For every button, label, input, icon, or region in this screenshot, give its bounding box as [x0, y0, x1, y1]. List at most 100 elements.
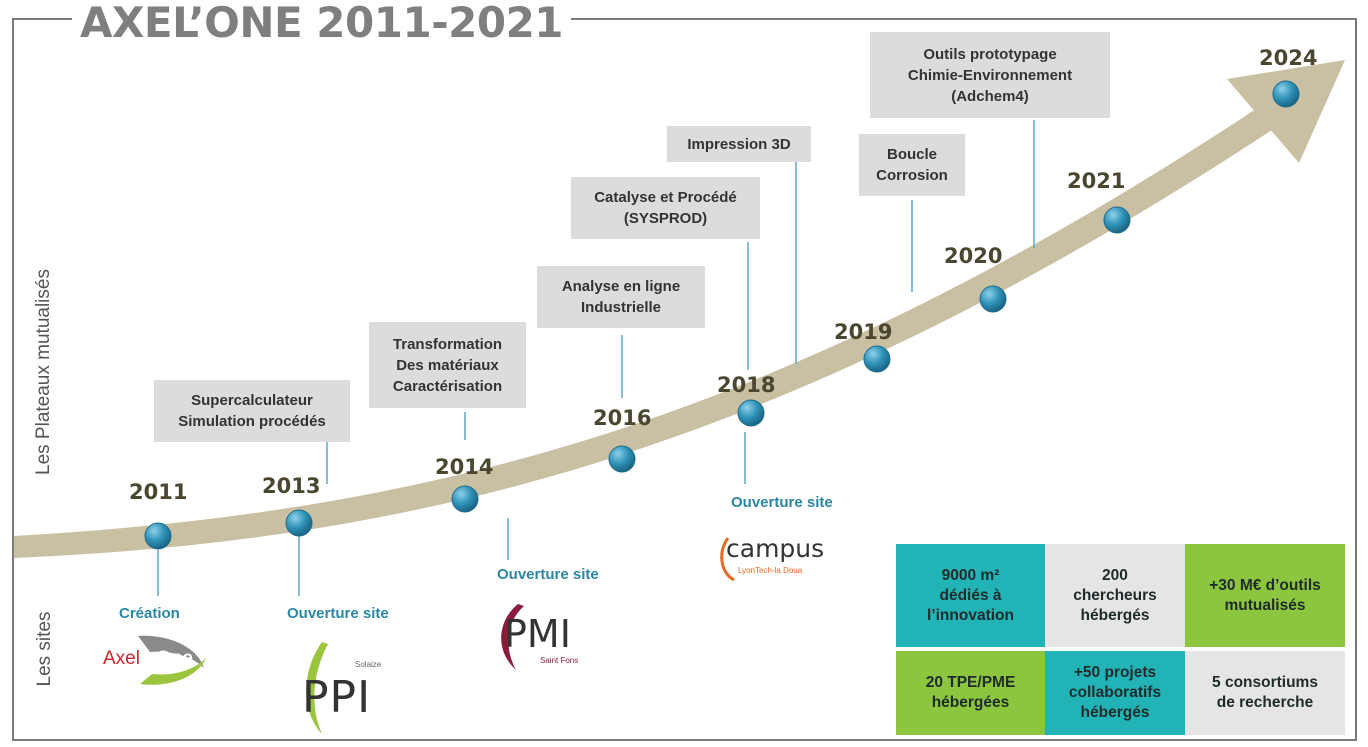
- site-label-creation: Création: [119, 605, 180, 622]
- stat-consortiums-text: 5 consortiums de recherche: [1212, 673, 1318, 713]
- node-2011: [144, 522, 172, 550]
- node-2020: [979, 285, 1007, 313]
- site-label-campus: Ouverture site: [731, 494, 833, 511]
- stat-surface-text: 9000 m² dédiés à l’innovation: [927, 566, 1014, 626]
- site-label-pmi: Ouverture site: [497, 566, 599, 583]
- site-label-ppi: Ouverture site: [287, 605, 389, 622]
- diagram-title: AXEL’ONE 2011-2021: [72, 0, 572, 47]
- plateau-box-transformation: Transformation Des matériaux Caractérisa…: [369, 322, 526, 408]
- stat-line: +50 projets: [1073, 664, 1157, 681]
- stat-line: dédiés à: [939, 586, 1002, 604]
- plateau-line: Corrosion: [876, 167, 948, 184]
- plateau-line: Simulation procédés: [178, 413, 326, 430]
- node-2014: [451, 485, 479, 513]
- side-label-sites: Les sites: [34, 611, 55, 687]
- stat-line: hébergés: [1080, 606, 1150, 624]
- frame-bottom: [12, 739, 1357, 741]
- year-2019: 2019: [834, 320, 893, 344]
- plateau-box-supercalculateur: Supercalculateur Simulation procédés: [154, 380, 350, 442]
- year-2020: 2020: [944, 244, 1003, 268]
- pmi-logo-swoosh: [501, 604, 524, 670]
- plateau-line: Caractérisation: [392, 377, 503, 395]
- node-2021: [1103, 206, 1131, 234]
- plateau-box-analyse: Analyse en ligne Industrielle: [537, 266, 705, 328]
- stat-line: chercheurs: [1073, 586, 1157, 604]
- node-2018: [737, 399, 765, 427]
- stat-line: l’innovation: [927, 606, 1014, 624]
- stat-line: 20 TPE/PME: [925, 674, 1016, 691]
- stat-line: collaboratifs: [1068, 684, 1162, 701]
- stat-consortiums: 5 consortiums de recherche: [1185, 651, 1345, 735]
- ppi-logo-swoosh: [306, 642, 328, 734]
- frame-top-right: [492, 18, 1356, 20]
- node-2016: [608, 445, 636, 473]
- axelone-logo-text: Axel: [103, 648, 140, 669]
- plateau-line: Des matériaux: [396, 356, 499, 374]
- plateau-box-impression: Impression 3D: [667, 126, 811, 162]
- stat-chercheurs: 200 chercheurs hébergés: [1045, 544, 1185, 647]
- plateau-line: Transformation: [392, 335, 503, 353]
- year-2011: 2011: [129, 480, 188, 504]
- campus-logo-sub: LyonTech-la Doua: [738, 566, 803, 575]
- frame-right: [1355, 18, 1357, 740]
- stat-outils: +30 M€ d’outils mutualisés: [1185, 544, 1345, 647]
- stat-projets: +50 projets collaboratifs hébergés: [1045, 651, 1185, 735]
- plateau-line: Impression 3D: [687, 135, 791, 153]
- plateau-line: Supercalculateur: [191, 392, 313, 409]
- campus-logo-text: campus: [726, 534, 825, 563]
- plateau-line: Boucle: [886, 146, 937, 163]
- year-2024: 2024: [1259, 46, 1318, 70]
- stat-line: +30 M€ d’outils: [1209, 576, 1321, 594]
- connector-lines: [157, 120, 1035, 596]
- pmi-logo-sub: Saint Fons: [540, 656, 579, 665]
- year-2016: 2016: [593, 406, 652, 430]
- campus-logo-arc: [720, 537, 735, 582]
- frame-top-left: [12, 18, 72, 20]
- plateau-line: Catalyse et Procédé: [594, 189, 737, 206]
- axelone-logo-text-2: One: [156, 648, 193, 669]
- campus-logo: campus LyonTech-la Doua: [716, 522, 836, 582]
- plateau-line: (SYSPROD): [623, 210, 708, 227]
- axelone-logo-shape: [138, 635, 206, 685]
- stat-line: 5 consortiums: [1212, 674, 1318, 691]
- year-2013: 2013: [262, 474, 321, 498]
- pmi-logo: PMI Saint Fons: [492, 600, 592, 672]
- plateau-box-outils: Outils prototypage Chimie-Environnement …: [870, 32, 1110, 118]
- stat-surface: 9000 m² dédiés à l’innovation: [896, 544, 1045, 647]
- stat-line: mutualisés: [1224, 596, 1306, 614]
- plateau-line: (Adchem4): [951, 87, 1029, 105]
- stat-chercheurs-text: 200 chercheurs hébergés: [1073, 566, 1157, 626]
- year-2018: 2018: [717, 373, 776, 397]
- year-2014: 2014: [435, 455, 494, 479]
- timeline-nodes: [144, 80, 1300, 550]
- ppi-logo-text: PPI: [302, 672, 372, 723]
- plateau-line: Analyse en ligne: [561, 278, 681, 295]
- node-2013: [285, 509, 313, 537]
- plateau-box-catalyse: Catalyse et Procédé (SYSPROD): [571, 177, 760, 239]
- plateau-line: Industrielle: [580, 299, 662, 316]
- stat-line: de recherche: [1216, 694, 1314, 711]
- stat-projets-text: +50 projets collaboratifs hébergés: [1069, 663, 1161, 723]
- ppi-logo-sub: Solaize: [355, 660, 382, 669]
- stat-tpe: 20 TPE/PME hébergées: [896, 651, 1045, 735]
- stat-line: 200: [1102, 566, 1128, 584]
- pmi-logo-text: PMI: [504, 612, 571, 656]
- year-2021: 2021: [1067, 169, 1126, 193]
- frame-left: [12, 18, 14, 740]
- plateau-line: Chimie-Environnement: [907, 66, 1073, 84]
- stat-tpe-text: 20 TPE/PME hébergées: [926, 673, 1016, 713]
- plateau-box-boucle: Boucle Corrosion: [859, 134, 965, 196]
- side-label-plateaux: Les Plateaux mutualisés: [33, 269, 54, 475]
- stat-line: hébergés: [1080, 704, 1150, 721]
- plateau-line: Outils prototypage: [923, 45, 1057, 63]
- node-2024: [1272, 80, 1300, 108]
- axelone-logo: Axel One: [100, 630, 210, 690]
- ppi-logo: Solaize PPI: [292, 640, 402, 736]
- stat-line: 9000 m²: [941, 566, 1000, 584]
- node-2019: [863, 345, 891, 373]
- timeline-arrow-head: [1227, 60, 1345, 163]
- stat-outils-text: +30 M€ d’outils mutualisés: [1209, 576, 1321, 616]
- stat-line: hébergées: [931, 694, 1010, 711]
